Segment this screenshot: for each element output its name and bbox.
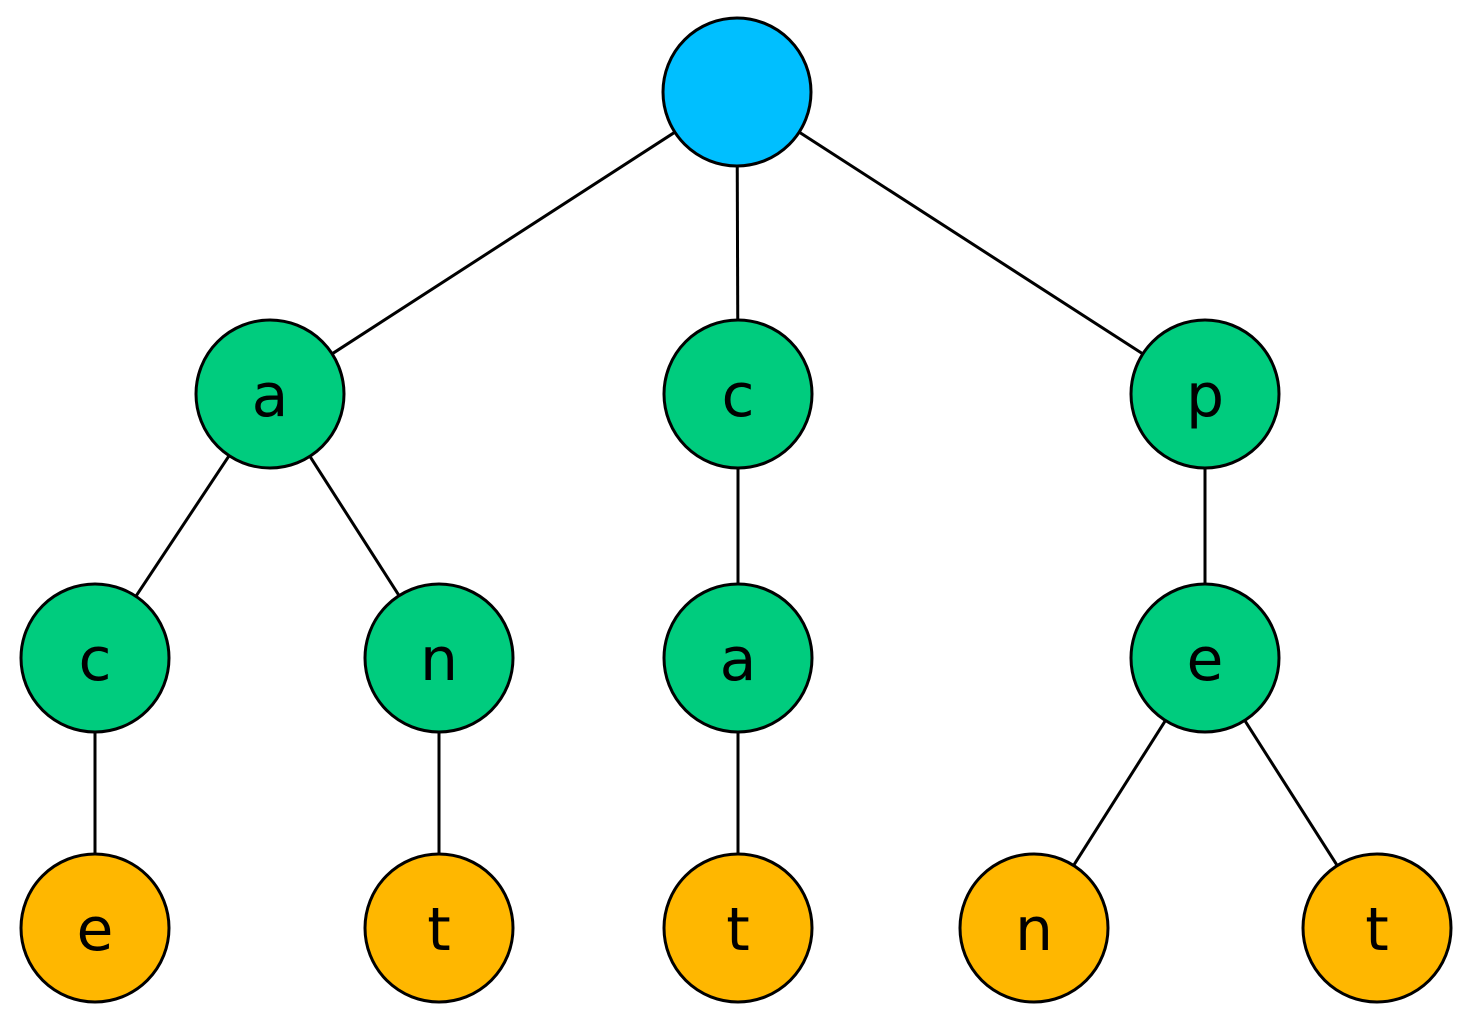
node-label-cat: t: [726, 895, 750, 965]
edge-root-a: [331, 130, 676, 356]
node-circle-a: [194, 318, 346, 470]
node-circle-pet: [1301, 852, 1453, 1004]
node-circle-p: [1129, 318, 1281, 470]
node-label-c: c: [722, 361, 755, 431]
edge-root-p: [798, 130, 1144, 356]
trie-node-c: c: [662, 318, 814, 470]
node-label-ace: e: [77, 895, 114, 965]
trie-node-root: [661, 16, 813, 168]
trie-node-ca: a: [662, 582, 814, 734]
node-circle-root: [661, 16, 813, 168]
node-circle-ac: [19, 582, 171, 734]
trie-node-an: n: [363, 582, 515, 734]
edge-a-an: [308, 455, 401, 597]
node-circle-cat: [662, 852, 814, 1004]
trie-node-cat: t: [662, 852, 814, 1004]
nodes-layer: a c p c n a e e t t n t: [19, 16, 1453, 1004]
node-label-ca: a: [720, 625, 757, 695]
node-circle-pe: [1129, 582, 1281, 734]
trie-node-ac: c: [19, 582, 171, 734]
node-label-ant: t: [427, 895, 451, 965]
trie-node-ace: e: [19, 852, 171, 1004]
node-circle-ant: [363, 852, 515, 1004]
edge-pe-pen: [1072, 719, 1167, 867]
edge-a-ac: [134, 454, 231, 598]
trie-node-ant: t: [363, 852, 515, 1004]
edges-layer: [93, 130, 1339, 867]
node-label-ac: c: [79, 625, 112, 695]
node-circle-c: [662, 318, 814, 470]
node-circle-an: [363, 582, 515, 734]
trie-node-pen: n: [958, 852, 1110, 1004]
node-label-pet: t: [1365, 895, 1389, 965]
node-label-p: p: [1186, 361, 1224, 431]
node-label-pen: n: [1015, 895, 1053, 965]
node-label-a: a: [252, 361, 289, 431]
node-label-an: n: [420, 625, 458, 695]
trie-node-a: a: [194, 318, 346, 470]
trie-node-p: p: [1129, 318, 1281, 470]
trie-node-pe: e: [1129, 582, 1281, 734]
node-label-pe: e: [1187, 625, 1224, 695]
edge-pe-pet: [1243, 719, 1339, 867]
node-circle-ace: [19, 852, 171, 1004]
node-circle-ca: [662, 582, 814, 734]
trie-node-pet: t: [1301, 852, 1453, 1004]
edge-root-c: [735, 165, 740, 321]
node-circle-pen: [958, 852, 1110, 1004]
